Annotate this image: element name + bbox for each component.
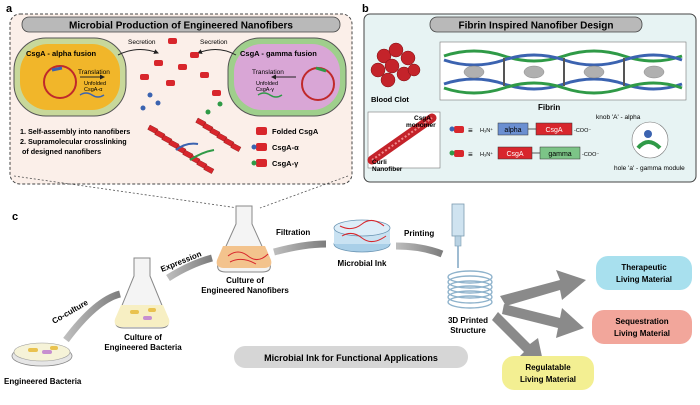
c1-box2: CsgA (545, 127, 562, 134)
plasmid-left (43, 65, 77, 99)
left-cell: CsgA - alpha fusion Translation Unfolded… (13, 37, 127, 117)
panel-b-title: Fibrin Inspired Nanofiber Design (458, 21, 613, 32)
output-therapeutic-1: Therapeutic (621, 263, 667, 272)
right-translation: Translation (252, 69, 284, 76)
construct-csga-gamma: ≡ H₃N⁺ CsgA gamma -COO⁻ (449, 146, 599, 160)
culture-bacteria-2: Engineered Bacteria (104, 343, 182, 352)
petri-dish-icon (11, 342, 73, 367)
secretion-left-label: Secretion (128, 39, 156, 46)
right-cell-label: CsgA - gamma fusion (240, 49, 317, 58)
hole-label: hole 'a' - gamma module (614, 165, 685, 172)
nanofiber-stacks (147, 117, 242, 174)
knob-hole-zoom (631, 121, 669, 159)
curli-1: Curli (372, 159, 387, 166)
c1-box1: alpha (504, 127, 521, 134)
fibrin-network (439, 41, 687, 101)
filtration-label: Filtration (276, 228, 310, 237)
flask-bacteria-icon (114, 257, 170, 329)
svg-text:≡: ≡ (468, 150, 473, 159)
step-2b: of designed nanofibers (20, 147, 101, 156)
panel-a-title-bar (21, 16, 341, 33)
panel-a-legend: Folded CsgA CsgA-α CsgA-γ (251, 127, 319, 168)
legend-csga-gamma: CsgA-γ (272, 159, 299, 168)
printed-coil-icon (447, 270, 493, 309)
output-regulatable-1: Regulatable (525, 363, 571, 372)
panel-a-title: Microbial Production of Engineered Nanof… (69, 21, 293, 32)
printing-arrow (395, 242, 444, 258)
curli-2: Nanofiber (372, 166, 403, 173)
output-arrows (492, 270, 586, 366)
c1-c: -COO⁻ (574, 128, 591, 134)
panel-a-letter: a (6, 3, 13, 15)
culture-bacteria-1: Culture of (124, 333, 162, 342)
expression-arrow (166, 254, 213, 281)
fibrin-label: Fibrin (538, 103, 560, 112)
left-translation: Translation (78, 69, 110, 76)
knob-label: knob 'A' - alpha (596, 114, 641, 121)
secretion-right-label: Secretion (200, 39, 228, 46)
output-sequestration-2: Living Material (614, 329, 670, 338)
printed-structure-1: 3D Printed (448, 316, 488, 325)
microbial-ink-label: Microbial Ink (338, 259, 387, 268)
c2-c: -COO⁻ (582, 152, 599, 158)
unfolded-alpha-1: Unfolded (84, 81, 106, 87)
blood-clot-icon (370, 42, 421, 88)
c2-n: H₃N⁺ (480, 151, 493, 158)
output-therapeutic-2: Living Material (616, 275, 672, 284)
legend-folded-csga: Folded CsgA (272, 127, 319, 136)
output-regulatable-2: Living Material (520, 375, 576, 384)
banner-pill (234, 346, 468, 368)
printing-label: Printing (404, 229, 434, 238)
unfolded-gamma-1: Unfolded (256, 81, 278, 87)
culture-nanofibers-1: Culture of (226, 276, 264, 285)
flask-nanofibers-icon (216, 205, 272, 273)
output-therapeutic: Therapeutic Living Material (596, 256, 692, 290)
right-cell: CsgA - gamma fusion Translation Unfolded… (227, 37, 347, 117)
engineered-bacteria-label: Engineered Bacteria (4, 377, 82, 386)
folded-csga-scatter (140, 38, 221, 96)
blood-clot-label: Blood Clot (371, 95, 409, 104)
zoom-lines (13, 175, 349, 209)
left-cell-label: CsgA - alpha fusion (26, 49, 97, 58)
c2-box1: CsgA (506, 151, 523, 158)
panel-b-letter: b (362, 3, 369, 15)
output-regulatable: Regulatable Living Material (502, 356, 594, 390)
syringe-printer-icon (451, 203, 465, 268)
csga-monomer-1: CsgA (414, 115, 431, 122)
coculture-arrow (63, 290, 122, 343)
unfolded-alpha-2: CsgA-α (84, 87, 103, 93)
panel-b-title-bar (429, 16, 643, 33)
curli-nanofiber-icon (367, 111, 441, 169)
step-1: 1. Self-assembly into nanofibers (20, 127, 130, 136)
step-2: 2. Supramolecular crosslinking (20, 137, 127, 146)
csga-monomer-2: monomer (406, 122, 436, 129)
c2-box2: gamma (548, 151, 571, 158)
c1-n: H₃N⁺ (480, 127, 493, 134)
panel-c-letter: c (12, 211, 18, 223)
output-sequestration: Sequestration Living Material (592, 310, 692, 344)
svg-text:≡: ≡ (468, 126, 473, 135)
panel-b: b Fibrin Inspired Nanofiber Design Blood… (362, 3, 697, 183)
printed-structure-2: Structure (450, 326, 486, 335)
unfolded-gamma-2: CsgA-γ (256, 87, 274, 93)
panel-c: c Engineered Bacteria Co-culture Culture… (4, 203, 692, 390)
microbial-ink-icon (333, 219, 391, 253)
filtration-arrow (273, 240, 327, 256)
construct-alpha-csga: ≡ H₃N⁺ alpha CsgA -COO⁻ (449, 122, 591, 136)
banner-label: Microbial Ink for Functional Application… (264, 353, 438, 363)
output-sequestration-1: Sequestration (615, 317, 668, 326)
culture-nanofibers-2: Engineered Nanofibers (201, 286, 289, 295)
panel-a: a Microbial Production of Engineered Nan… (6, 3, 353, 185)
legend-csga-alpha: CsgA-α (272, 143, 299, 152)
